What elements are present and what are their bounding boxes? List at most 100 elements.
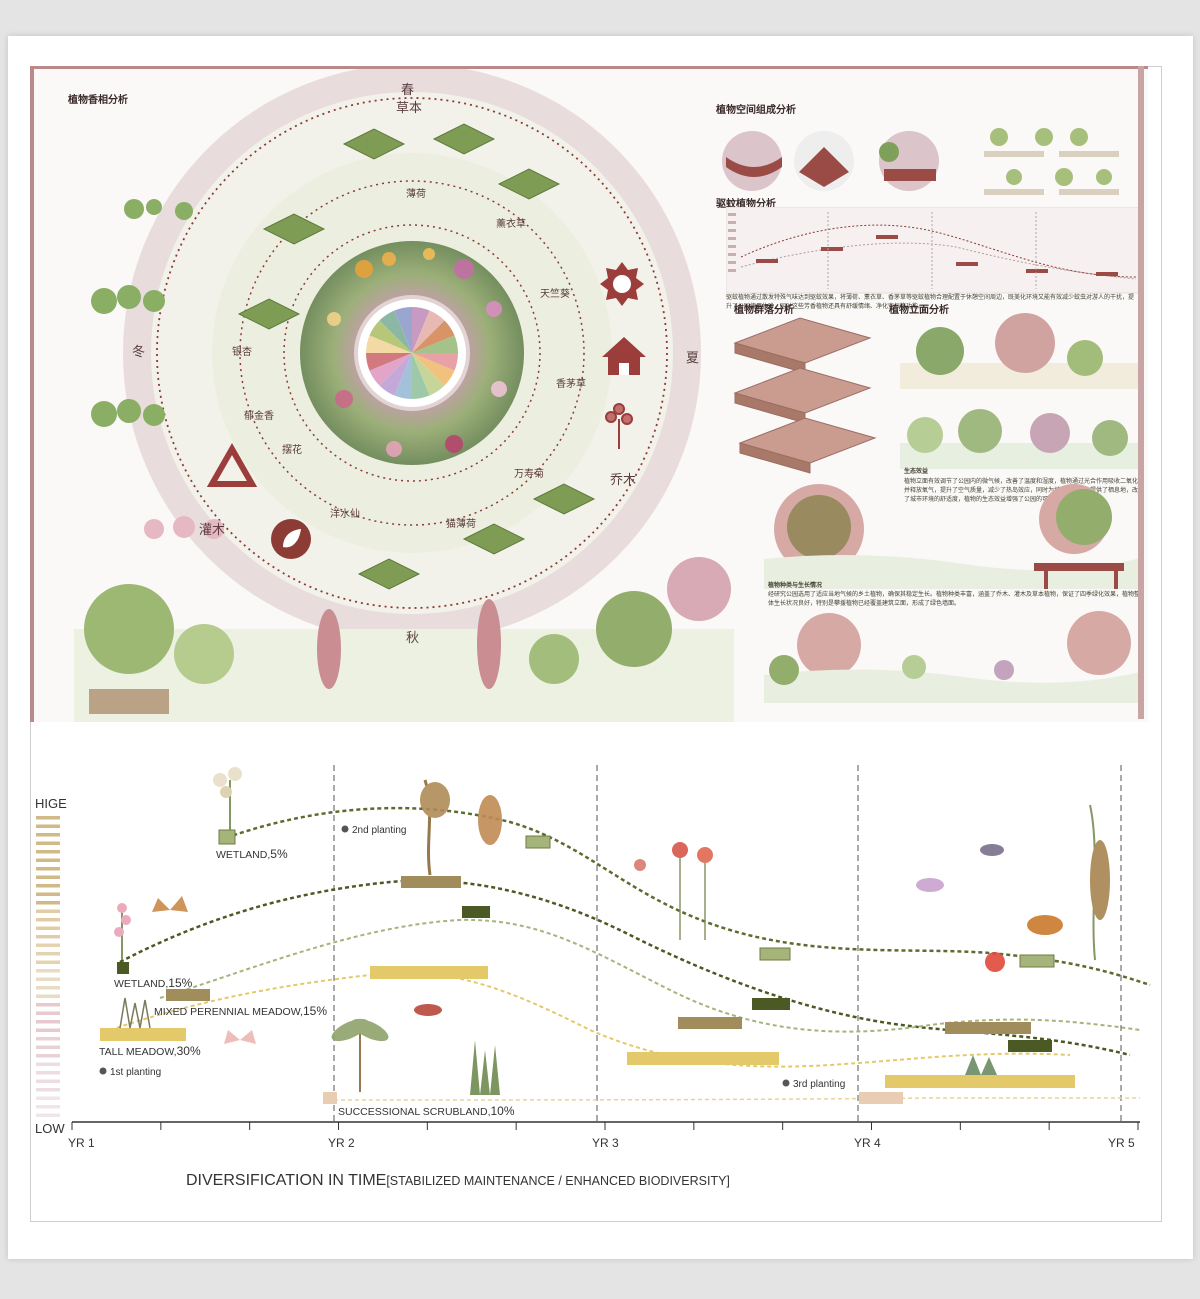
aroma-title: 植物香相分析 xyxy=(68,95,128,106)
house-icon xyxy=(602,337,646,375)
curve-wetland-mid xyxy=(119,879,1131,1057)
plant-label: 摆花 xyxy=(282,445,302,456)
plant-label: 万寿菊 xyxy=(514,469,544,480)
curve-wetland-high xyxy=(219,806,1151,987)
scale-stripe xyxy=(36,892,60,896)
scale-stripe xyxy=(36,1113,60,1117)
bird-grey xyxy=(980,844,1004,856)
year-label: YR 2 xyxy=(328,1136,355,1150)
second-planting-label: 2nd planting xyxy=(352,825,407,836)
season-summer: 夏 xyxy=(686,351,700,366)
curve-mixed-meadow xyxy=(159,918,1141,1033)
elevation-section-bottom xyxy=(764,611,1144,703)
scale-stripe xyxy=(36,1062,60,1066)
elevation-section-large xyxy=(764,484,1144,589)
bird-purple xyxy=(916,878,944,892)
orchid-plant xyxy=(114,903,131,960)
season-spring: 春 xyxy=(401,83,415,98)
mid-dotted-ring xyxy=(239,180,585,526)
scale-stripe xyxy=(36,1020,60,1024)
color-wheel-slice xyxy=(366,335,412,353)
poster-right-border xyxy=(1138,66,1144,719)
scale-stripe xyxy=(36,1003,60,1007)
color-wheel-slice xyxy=(369,353,412,386)
agave-plant xyxy=(965,1055,997,1075)
curve-scrubland xyxy=(333,1097,1140,1101)
y-low-label: LOW xyxy=(35,1121,65,1136)
scale-stripe xyxy=(36,1037,60,1041)
season-autumn: 秋 xyxy=(406,631,420,646)
plant-label: 香茅草 xyxy=(556,379,586,390)
tree-icon xyxy=(605,403,633,449)
scale-stripe xyxy=(36,1096,60,1100)
color-wheel-slice xyxy=(412,353,455,386)
first-planting-label: 1st planting xyxy=(110,1067,161,1078)
inner-dotted-ring xyxy=(283,224,541,482)
plant-illustrations xyxy=(114,767,1110,1095)
scale-stripe xyxy=(36,1011,60,1015)
tall-meadow-label: TALL MEADOW,30% xyxy=(99,1044,201,1058)
planting-dot xyxy=(99,1067,107,1075)
third-planting-label: 3rd planting xyxy=(793,1079,845,1090)
plant-label: 郁金香 xyxy=(244,411,274,422)
color-wheel-slice xyxy=(412,310,445,353)
plant-label: 银杏 xyxy=(232,347,252,358)
color-wheel-slice xyxy=(379,310,412,353)
layer-shrub: 灌木 xyxy=(199,523,226,538)
bottom-trees xyxy=(84,557,731,714)
eco-text: 植物立面有效调节了公园内的微气候，改善了温度和湿度，植物通过光合作用吸收二氧化碳… xyxy=(904,478,1145,503)
color-wheel-slice xyxy=(412,353,430,399)
scale-stripe xyxy=(36,875,60,879)
diversification-timeline: HIGE LOW WETLAND,5% WETLAND,15% MIXED PE… xyxy=(35,765,1151,1189)
color-wheel-slice xyxy=(412,353,445,396)
scale-stripe xyxy=(36,977,60,981)
axis-ticks xyxy=(71,1122,1139,1130)
umbel-plant xyxy=(213,767,242,830)
planting-dot xyxy=(782,1079,790,1087)
scale-stripe xyxy=(36,833,60,837)
scale-stripe xyxy=(36,858,60,862)
scale-stripe xyxy=(36,926,60,930)
scale-stripe xyxy=(36,960,60,964)
year-label: YR 4 xyxy=(854,1136,881,1150)
year-label: YR 1 xyxy=(68,1136,95,1150)
color-wheel xyxy=(366,307,458,399)
color-wheel-slice xyxy=(412,307,430,353)
color-wheel-slice xyxy=(394,307,412,353)
growth-text: 经研究公园选用了适应当地气候的乡土植物，确保其稳定生长。植物种类丰富，涵盖了乔木… xyxy=(768,591,1141,607)
color-wheel-slice xyxy=(366,353,412,371)
layer-herb: 草本 xyxy=(396,101,423,116)
scale-stripe xyxy=(36,1045,60,1049)
year-label: YR 3 xyxy=(592,1136,619,1150)
insect-description: 驱蚊植物通过散发特殊气味达到驱蚊效果，将薄荷、薰衣草、香茅草等驱蚊植物合理配置于… xyxy=(726,294,1135,310)
sun-icon xyxy=(600,262,644,306)
insect-title: 驱蚊植物分析 xyxy=(716,199,776,210)
space-analysis-panel xyxy=(722,128,1119,195)
flower-dots xyxy=(327,248,507,457)
scale-stripe xyxy=(36,1071,60,1075)
scale-stripe xyxy=(36,969,60,973)
wetland-top-label: WETLAND,5% xyxy=(216,847,288,861)
scale-stripe xyxy=(36,867,60,871)
layer-tree: 乔木 xyxy=(610,473,637,488)
growth-title: 植物种类与生长情况 xyxy=(768,582,823,589)
palm-plant xyxy=(331,1018,389,1092)
scale-stripe xyxy=(36,909,60,913)
color-wheel-slice xyxy=(379,353,412,396)
plant-label: 洋水仙 xyxy=(330,509,360,520)
plant-label: 猫薄荷 xyxy=(446,519,476,530)
year-separators xyxy=(333,765,1122,1122)
plant-label: 天竺葵 xyxy=(540,289,570,300)
scale-stripe xyxy=(36,1054,60,1058)
lily-red xyxy=(985,952,1005,972)
community-blocks xyxy=(733,317,877,474)
y-high-label: HIGE xyxy=(35,796,67,811)
butterfly-orange xyxy=(152,896,188,912)
outer-dotted-ring xyxy=(156,97,668,609)
scale-stripe xyxy=(36,994,60,998)
elevation-panels xyxy=(900,313,1140,469)
mixed-meadow-label: MIXED PERENNIAL MEADOW,15% xyxy=(154,1004,327,1018)
color-wheel-slice xyxy=(412,335,458,353)
scale-stripe xyxy=(36,884,60,888)
wetland-mid-label: WETLAND,15% xyxy=(114,976,193,990)
